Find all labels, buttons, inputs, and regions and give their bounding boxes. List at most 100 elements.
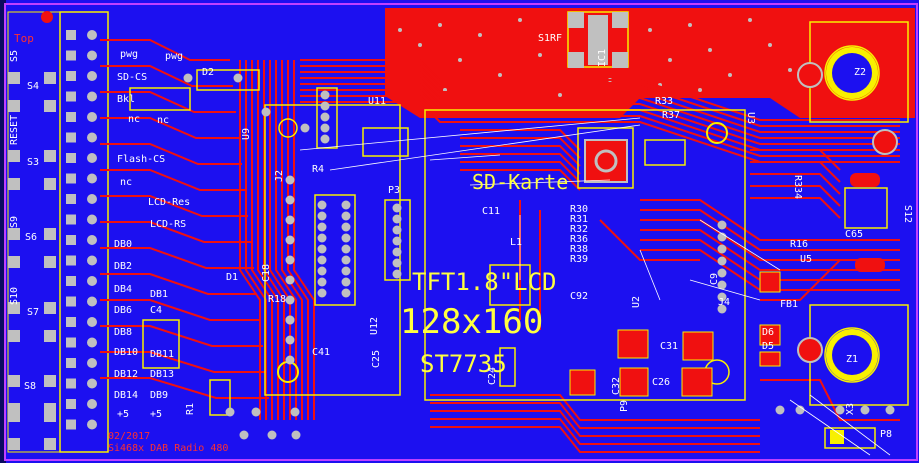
trace — [430, 394, 760, 421]
tht-pad — [717, 220, 727, 230]
label-r32: R32 — [570, 224, 589, 235]
trace — [640, 209, 900, 251]
trace — [760, 379, 900, 421]
label-db4: DB4 — [114, 284, 133, 295]
trace — [460, 169, 581, 191]
trace — [245, 60, 267, 420]
switch-pad — [44, 228, 56, 240]
trace — [300, 83, 900, 145]
tht-pad — [317, 244, 327, 254]
trace — [100, 247, 254, 269]
trace — [100, 65, 233, 87]
label-r37: R37 — [662, 110, 681, 121]
label-c4: C4 — [150, 305, 163, 316]
tht-pad — [317, 277, 327, 287]
trace — [100, 117, 239, 139]
label-c31: C31 — [660, 341, 679, 352]
tht-pad — [341, 233, 351, 243]
tht-pad — [341, 200, 351, 210]
label-d6: D6 — [762, 327, 775, 338]
header-pad — [66, 399, 76, 409]
resolution-label: 128x160 — [400, 302, 544, 342]
tht-pad — [317, 255, 327, 265]
label-r38: R38 — [570, 244, 589, 255]
tht-pad — [320, 123, 330, 133]
trace — [100, 195, 248, 217]
header-pad — [87, 317, 97, 327]
label-j2: J2 — [274, 169, 285, 182]
trace — [100, 299, 260, 321]
tht-pad — [261, 107, 271, 117]
switch-pad — [8, 438, 20, 450]
footer-title: Si468x DAB Radio 480 — [108, 443, 229, 454]
switch-pad — [44, 150, 56, 162]
tht-pad — [392, 236, 402, 246]
label-c26: C26 — [652, 377, 671, 388]
header-pad — [66, 276, 76, 286]
header-pad — [66, 337, 76, 348]
header-pad — [66, 112, 76, 122]
tht-pad — [320, 90, 330, 100]
label-db6: DB6 — [114, 305, 133, 316]
header-pad — [66, 296, 76, 307]
trace — [100, 221, 251, 243]
tht-pad — [320, 112, 330, 122]
tht-pad — [717, 280, 727, 290]
label-u2: U2 — [631, 295, 642, 308]
header-pad — [66, 235, 76, 245]
tht-pad — [341, 255, 351, 265]
label-db2: DB2 — [114, 261, 133, 272]
tht-pad — [285, 335, 295, 345]
tht-pad — [320, 134, 330, 144]
header-pad — [66, 132, 76, 143]
header-pad — [66, 50, 76, 61]
label-ic1: IC1 — [597, 48, 608, 67]
header-pad — [87, 276, 97, 286]
ratsnest-lines — [299, 117, 891, 456]
label-r30: R30 — [570, 204, 589, 215]
tht-pad — [239, 430, 249, 440]
switch-pad — [8, 228, 20, 240]
tht-pad — [290, 407, 300, 417]
header-pad — [87, 71, 97, 81]
header-pad — [87, 358, 97, 368]
tht-pad — [285, 235, 295, 245]
label-nc3: nc — [120, 177, 133, 188]
trace — [750, 173, 841, 195]
trace — [287, 60, 309, 420]
header-pad — [87, 132, 97, 143]
label-c92: C92 — [570, 291, 589, 302]
switch-pad — [8, 150, 20, 162]
label-z2: Z2 — [854, 67, 867, 78]
sma-center — [588, 15, 608, 65]
label-r334: R334 — [792, 175, 803, 200]
tht-pad — [285, 355, 295, 365]
power-pads — [569, 271, 781, 397]
trace — [640, 239, 900, 281]
switch-pad — [8, 72, 20, 84]
label-c41: C41 — [312, 347, 331, 358]
controller-label: ST7735 — [420, 350, 507, 378]
label-s8: S8 — [24, 381, 37, 392]
p8-pad-fill — [830, 430, 844, 444]
header-pad — [87, 214, 97, 225]
header-pad — [66, 71, 76, 81]
trace — [300, 71, 900, 133]
header-pad — [87, 50, 97, 61]
header-pad — [66, 317, 76, 327]
label-s9: S9 — [9, 215, 20, 228]
tht-pad — [341, 211, 351, 221]
trace — [430, 410, 760, 437]
trace — [430, 426, 760, 453]
switch-pad — [44, 438, 56, 450]
label-u3: U3 — [745, 112, 756, 125]
switch-pad — [44, 330, 56, 342]
switch-pad — [8, 410, 20, 422]
label-u9: U9 — [241, 127, 252, 140]
tht-pad — [317, 200, 327, 210]
header-pad — [66, 194, 76, 204]
trace — [275, 60, 297, 420]
label-s1rf: S1RF — [538, 33, 563, 44]
label-c24: C24 — [487, 366, 498, 385]
